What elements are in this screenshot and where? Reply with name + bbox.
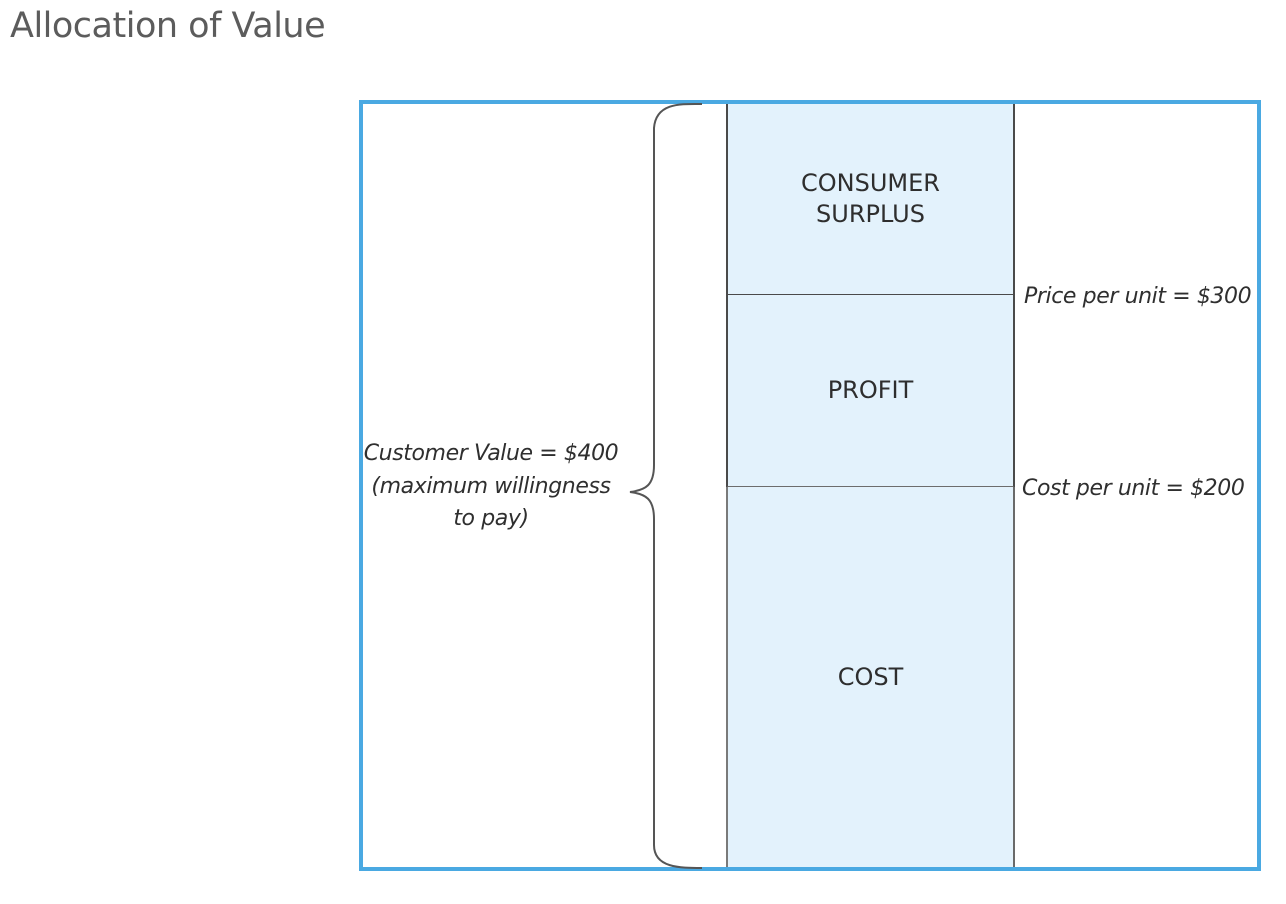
- customer-value-label: Customer Value = $400 (maximum willingne…: [358, 437, 624, 535]
- customer-value-line1: Customer Value = $400: [363, 441, 619, 466]
- consumer-surplus-label: CONSUMER SURPLUS: [801, 169, 940, 228]
- cost-label: COST: [837, 662, 904, 691]
- customer-value-brace: [629, 102, 703, 869]
- customer-value-line2: (maximum willingness: [371, 474, 611, 499]
- consumer-surplus-segment: CONSUMER SURPLUS: [726, 104, 1015, 296]
- profit-label: PROFIT: [827, 376, 914, 404]
- customer-value-line3: to pay): [453, 506, 529, 531]
- page-title: Allocation of Value: [10, 6, 326, 46]
- profit-segment: PROFIT: [726, 295, 1015, 488]
- cost-per-unit-label: Cost per unit = $200: [1022, 476, 1245, 501]
- price-per-unit-label: Price per unit = $300: [1024, 284, 1252, 309]
- cost-segment: COST: [726, 487, 1015, 867]
